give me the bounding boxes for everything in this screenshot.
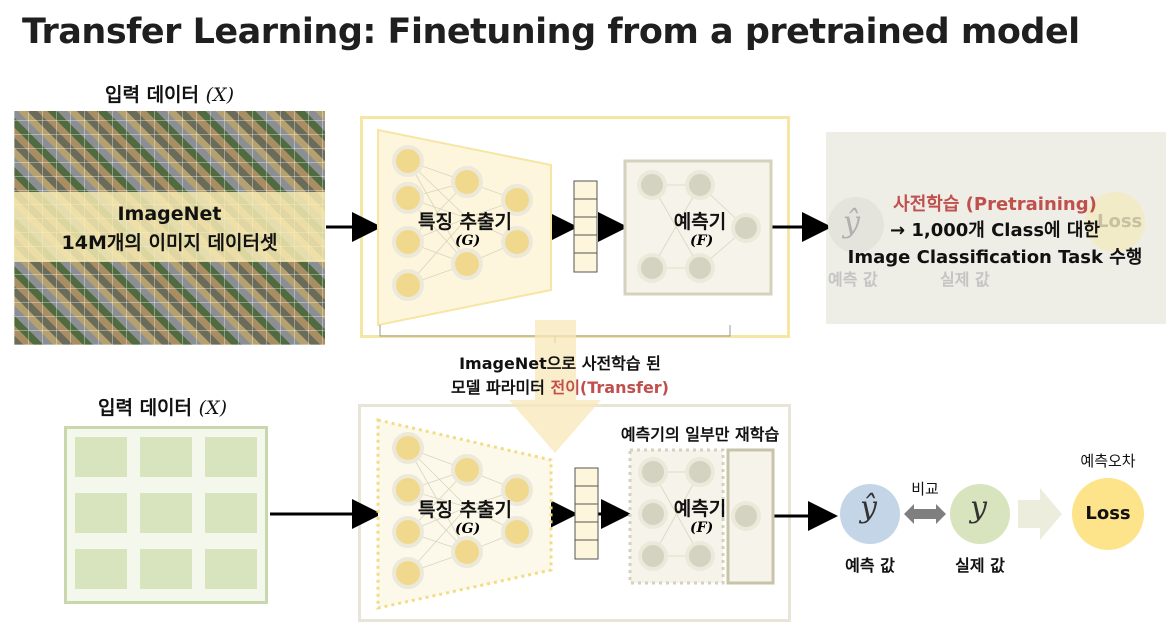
true-value-circle — [950, 484, 1010, 544]
predictor-nodes-top — [637, 170, 761, 283]
input-data-grid — [64, 426, 268, 604]
transfer-arrow — [509, 320, 601, 453]
feature-extractor-var-bottom: (G) — [455, 521, 481, 537]
predictor-label-bottom: 예측기 — [673, 498, 727, 520]
faded-loss-circle — [1085, 192, 1145, 252]
prediction-circle — [840, 484, 900, 544]
pretrain-line3: Image Classification Task 수행 — [847, 247, 1143, 268]
grid-cell — [205, 549, 257, 589]
imagenet-title: ImageNet — [117, 203, 222, 225]
compare-double-arrow — [904, 504, 946, 524]
feature-extractor-shape-bottom — [376, 418, 553, 610]
retrain-note: 예측기의 일부만 재학습 — [620, 425, 780, 444]
grid-cell — [140, 493, 192, 533]
feature-extractor-label-bottom: 특징 추출기 — [417, 499, 512, 521]
transfer-line2: 모델 파라미터 전이(Transfer) — [410, 374, 710, 398]
grid-cell — [140, 549, 192, 589]
predictor-var-top: (F) — [690, 233, 714, 249]
grid-cell — [75, 437, 127, 477]
feature-vector-top — [573, 180, 598, 273]
faded-prediction-circle — [828, 197, 884, 253]
grid-cell — [205, 493, 257, 533]
transfer-line1: ImageNet으로 사전학습 된 — [459, 354, 661, 373]
faded-loss-text: Loss — [1097, 211, 1143, 232]
extractor-nodes-top — [392, 145, 533, 301]
transfer-highlight: 전이(Transfer) — [550, 378, 669, 397]
yhat-symbol: ŷ — [860, 490, 877, 525]
loss-text: Loss — [1085, 503, 1131, 524]
grid-cell — [140, 437, 192, 477]
bottom-input-label: 입력 데이터 (X) — [98, 393, 227, 420]
faded-pred-label: 예측 값 — [828, 270, 878, 289]
grid-cell — [205, 437, 257, 477]
imagenet-subtitle: 14M개의 이미지 데이터셋 — [61, 232, 278, 254]
grid-cell — [75, 549, 127, 589]
y-symbol: y — [970, 490, 987, 525]
to-loss-arrow — [1018, 488, 1062, 540]
top-input-label-text: 입력 데이터 — [105, 84, 200, 106]
prediction-label: 예측 값 — [845, 556, 895, 575]
bottom-input-label-text: 입력 데이터 — [98, 397, 193, 419]
predictor-nodes-bottom — [638, 457, 761, 571]
page-title: Transfer Learning: Finetuning from a pre… — [22, 12, 1080, 52]
error-label: 예측오차 — [1080, 452, 1136, 470]
extractor-nodes-bottom — [392, 432, 533, 589]
predictor-label-top: 예측기 — [673, 211, 727, 233]
faded-true-label: 실제 값 — [940, 270, 990, 289]
predictor-var-bottom: (F) — [690, 520, 714, 536]
loss-circle — [1072, 478, 1144, 550]
top-input-var: (X) — [205, 84, 234, 106]
transfer-line2-prefix: 모델 파라미터 — [451, 378, 551, 397]
pretrain-title: 사전학습 (Pretraining) — [893, 194, 1097, 215]
top-input-label: 입력 데이터 (X) — [105, 80, 234, 107]
bottom-input-var: (X) — [198, 397, 227, 419]
feature-vector-bottom — [574, 467, 599, 560]
imagenet-caption-band — [14, 192, 325, 262]
compare-label: 비교 — [911, 480, 939, 498]
feature-extractor-var-top: (G) — [455, 233, 481, 249]
feature-extractor-label-top: 특징 추출기 — [417, 211, 512, 233]
true-value-label: 실제 값 — [955, 556, 1005, 575]
pretrain-line2: → 1,000개 Class에 대한 — [889, 220, 1100, 241]
faded-yhat: ŷ — [843, 205, 860, 240]
grid-cell — [75, 493, 127, 533]
